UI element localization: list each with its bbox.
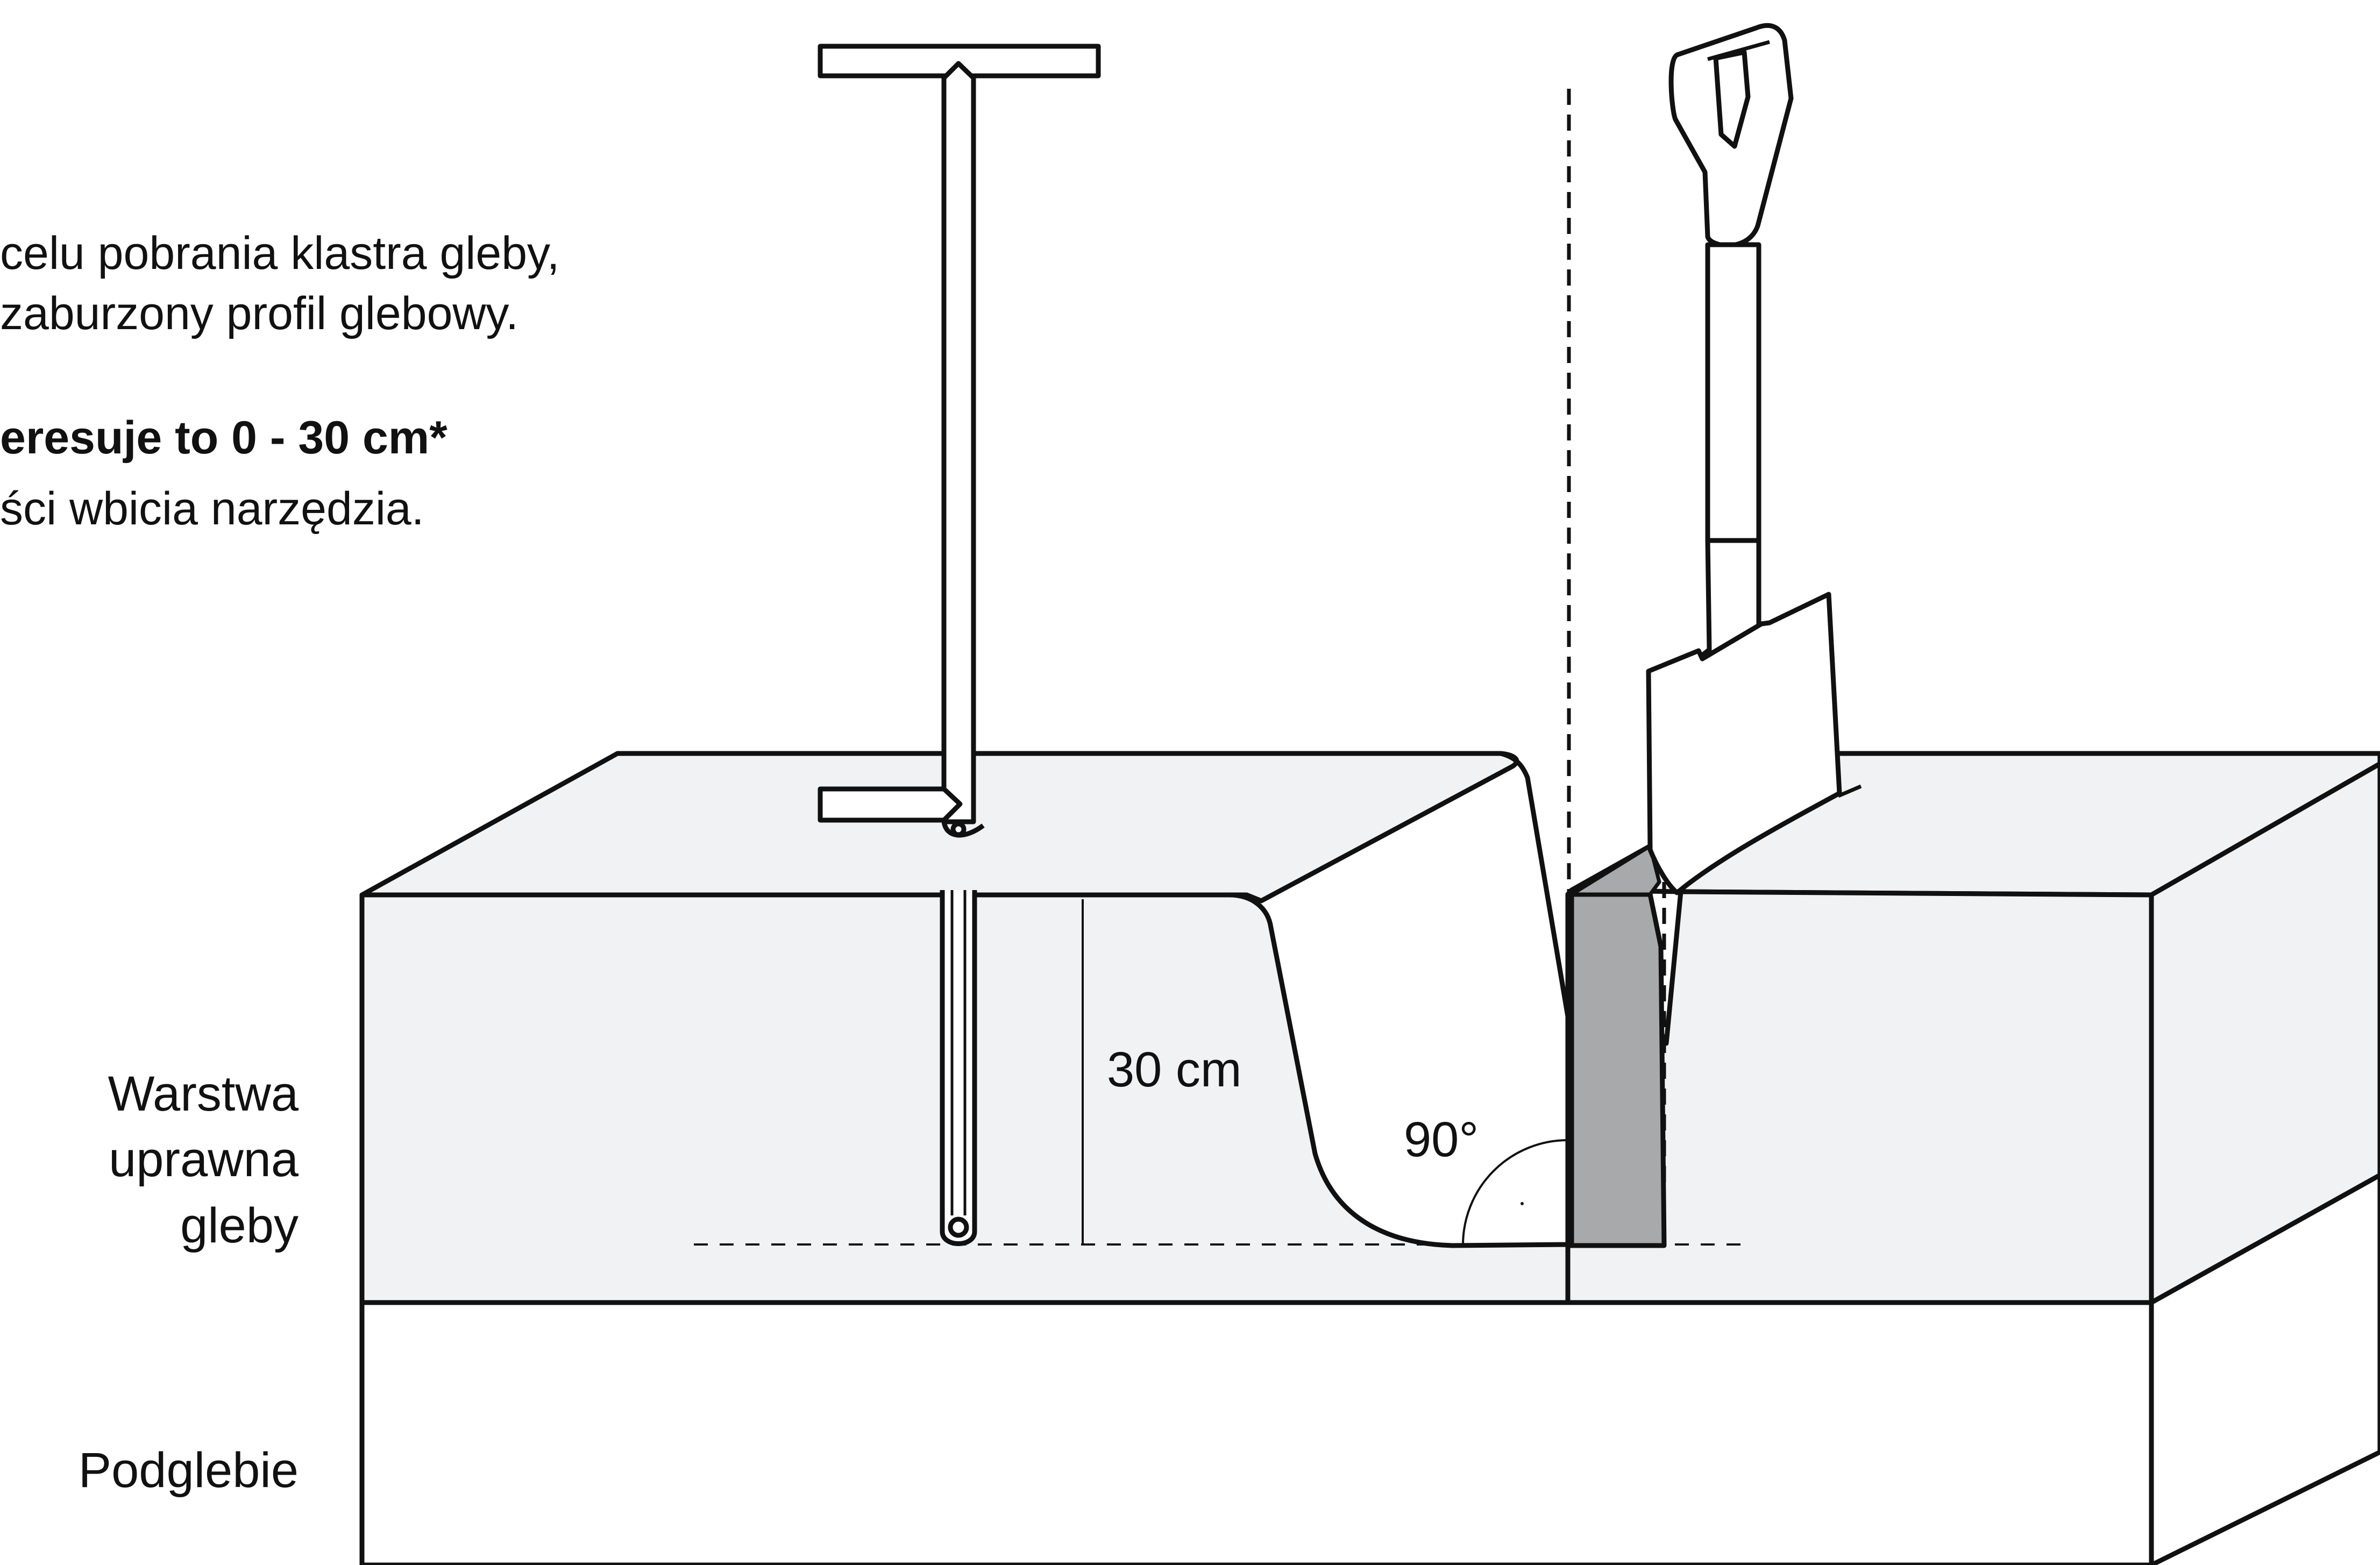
soil-auger-icon — [818, 44, 1101, 1246]
intro-text: celu pobrania klastra gleby, zaburzony p… — [0, 227, 560, 535]
spade-handle-crossbar — [1707, 40, 1770, 61]
right-angle-dot — [1521, 1202, 1524, 1205]
intro-line-4: ści wbicia narzędzia. — [0, 483, 424, 535]
intro-line-2: zaburzony profil glebowy. — [0, 288, 518, 339]
cut-soil-slice-top — [1569, 844, 1661, 897]
subsoil-front — [359, 1300, 2154, 1565]
soil-right-side-subsoil — [2149, 1172, 2380, 1565]
auger-tip-hole — [950, 821, 967, 837]
topsoil-label-line-2: uprawna — [109, 1132, 299, 1187]
topsoil-label-line-3: gleby — [180, 1198, 299, 1253]
auger-shaft — [941, 61, 976, 824]
subsoil-label: Podglebie — [79, 1443, 299, 1498]
right-angle-arc — [1462, 1139, 1568, 1245]
spade-handle-grip-hole — [1713, 49, 1751, 149]
auger-buried-shaft — [940, 890, 977, 1246]
depth-label: 30 cm — [1107, 1042, 1242, 1097]
guides — [694, 89, 1743, 1246]
soil-right-side-topsoil — [2149, 761, 2380, 1305]
spade-ground-line — [1837, 784, 1862, 798]
layer-labels: Warstwa uprawna gleby Podglebie — [79, 1066, 299, 1498]
intro-line-3: eresuje to 0 - 30 cm* — [0, 412, 447, 464]
auger-buried-tip — [948, 1217, 969, 1238]
intro-line-1: celu pobrania klastra gleby, — [0, 227, 560, 279]
spade-blade — [1646, 592, 1842, 895]
trench-back-rim — [1500, 751, 1571, 1017]
angle-label: 90° — [1404, 1112, 1479, 1167]
spade-shaft — [1705, 242, 1761, 553]
measurement-labels: 30 cm 90° — [1107, 1042, 1479, 1167]
auger-handle — [818, 44, 1101, 79]
cut-soil-slice — [1569, 892, 1667, 1248]
spade-icon — [1646, 23, 1862, 895]
auger-foot-plate — [818, 786, 963, 823]
soil-block — [359, 751, 2380, 1565]
topsoil-label-line-1: Warstwa — [108, 1066, 299, 1121]
soil-top-surface-left — [359, 751, 1519, 904]
trench — [1500, 751, 1667, 1248]
